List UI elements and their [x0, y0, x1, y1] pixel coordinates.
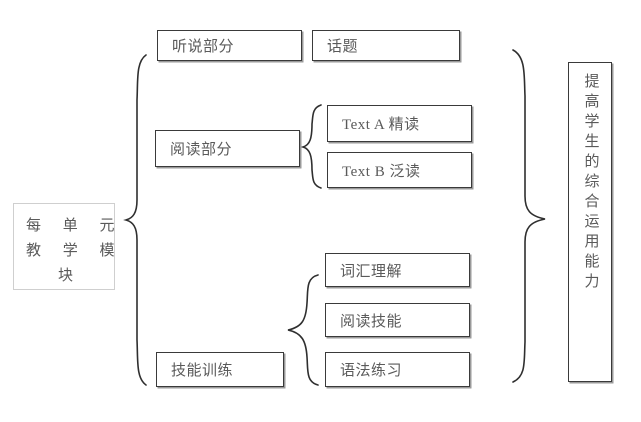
leaf-node-vocabulary[interactable]: 词汇理解 — [325, 253, 470, 287]
branch-node-skills-training[interactable]: 技能训练 — [156, 352, 284, 387]
leaf-node-topic[interactable]: 话题 — [312, 30, 460, 61]
branch-label-skills-training: 技能训练 — [171, 363, 234, 379]
branch-label-listening-speaking: 听说部分 — [172, 39, 235, 55]
reading-brace — [300, 104, 322, 189]
leaf-node-reading-skills[interactable]: 阅读技能 — [325, 303, 470, 337]
skills-brace — [287, 274, 319, 386]
leaf-label-text-b: Text B 泛读 — [342, 163, 421, 180]
branch-node-reading[interactable]: 阅读部分 — [155, 130, 300, 167]
branch-label-reading: 阅读部分 — [170, 142, 233, 158]
leaf-node-text-a[interactable]: Text A 精读 — [327, 105, 472, 142]
leaf-label-text-a: Text A 精读 — [342, 117, 420, 133]
root-brace — [123, 54, 147, 386]
root-node-unit-module[interactable]: 每 单 元 教 学 模 块 — [13, 203, 115, 290]
leaf-label-vocabulary: 词汇理解 — [340, 263, 403, 280]
leaf-label-reading-skills: 阅读技能 — [340, 313, 403, 330]
leaf-label-grammar: 语法练习 — [340, 363, 403, 379]
root-node-label-line2: 教 学 模 — [26, 243, 124, 259]
branch-node-listening-speaking[interactable]: 听说部分 — [157, 30, 302, 61]
goal-brace — [512, 49, 546, 383]
leaf-node-grammar[interactable]: 语法练习 — [325, 352, 470, 387]
goal-node[interactable]: 提高学生的综合运用能力 — [568, 62, 612, 382]
root-node-label-line3: 块 — [57, 268, 82, 284]
leaf-label-topic: 话题 — [327, 39, 359, 55]
root-node-label: 每 单 元 教 学 模 块 — [14, 204, 124, 289]
leaf-node-text-b[interactable]: Text B 泛读 — [327, 152, 472, 188]
root-node-label-line1: 每 单 元 — [26, 218, 124, 234]
goal-node-label: 提高学生的综合运用能力 — [582, 73, 599, 293]
